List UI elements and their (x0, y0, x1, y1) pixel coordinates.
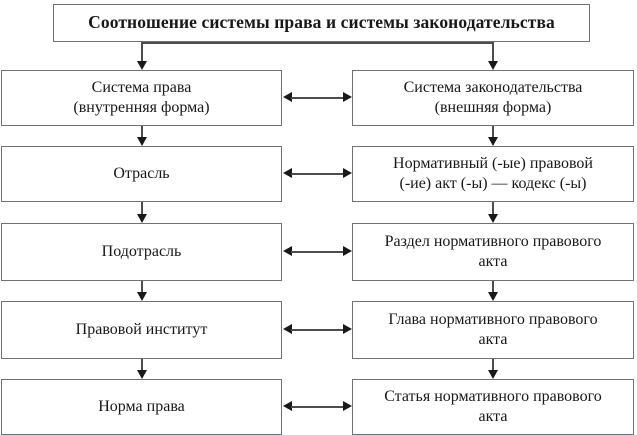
node-label: Отрасль (113, 165, 170, 183)
link-row-1 (283, 168, 352, 179)
arrow-head-down-icon (137, 370, 147, 379)
arrow-head-down-icon (488, 61, 498, 70)
arrow-head-right-icon (343, 168, 352, 178)
connector-line (492, 42, 494, 62)
connector-title-to-left-column (136, 42, 148, 70)
node-left-1[interactable]: Отрасль (1, 146, 282, 202)
arrow-head-right-icon (343, 92, 352, 102)
arrow-head-down-icon (488, 370, 498, 379)
connector-right-0-to-1 (487, 126, 499, 146)
arrow-head-down-icon (137, 137, 147, 146)
connector-line (291, 251, 344, 253)
node-label: Правовой институт (75, 321, 208, 339)
connector-line (291, 173, 344, 175)
connector-left-2-to-3 (136, 281, 148, 301)
link-row-0 (283, 92, 352, 103)
node-label: Раздел нормативного правового акта (384, 233, 602, 270)
node-right-4[interactable]: Статья нормативного правового акта (352, 379, 634, 435)
node-label: Статья нормативного правового акта (384, 388, 602, 425)
link-row-2 (283, 246, 352, 257)
node-right-3[interactable]: Глава нормативного правового акта (352, 301, 634, 359)
link-row-4 (283, 401, 352, 412)
node-right-0[interactable]: Система законодательства (внешняя форма) (352, 70, 634, 126)
node-label: Подотрасль (101, 243, 182, 261)
page-title: Соотношение системы права и системы зако… (88, 12, 555, 33)
arrow-head-down-icon (137, 61, 147, 70)
arrow-head-down-icon (488, 214, 498, 223)
connector-line (141, 281, 143, 293)
title-distribution-line (142, 42, 494, 44)
connector-line (141, 202, 143, 215)
arrow-head-left-icon (283, 401, 292, 411)
connector-line (291, 406, 344, 408)
arrow-head-right-icon (343, 246, 352, 256)
node-label: Нормативный (-ые) правовой (-ие) акт (-ы… (393, 155, 593, 192)
arrow-head-left-icon (283, 246, 292, 256)
arrow-head-right-icon (343, 324, 352, 334)
arrow-head-down-icon (488, 292, 498, 301)
arrow-head-left-icon (283, 92, 292, 102)
arrow-head-left-icon (283, 168, 292, 178)
node-label: Система законодательства (внешняя форма) (403, 79, 583, 116)
node-left-4[interactable]: Норма права (1, 379, 282, 435)
connector-right-2-to-3 (487, 281, 499, 301)
connector-line (492, 281, 494, 293)
connector-line (492, 359, 494, 371)
node-left-0[interactable]: Система права (внутренняя форма) (1, 70, 282, 126)
connector-left-0-to-1 (136, 126, 148, 146)
node-right-2[interactable]: Раздел нормативного правового акта (352, 223, 634, 281)
node-left-2[interactable]: Подотрасль (1, 223, 282, 281)
arrow-head-left-icon (283, 324, 292, 334)
link-row-3 (283, 324, 352, 335)
arrow-head-down-icon (488, 137, 498, 146)
connector-line (492, 202, 494, 215)
node-right-1[interactable]: Нормативный (-ые) правовой (-ие) акт (-ы… (352, 146, 634, 202)
connector-left-3-to-4 (136, 359, 148, 379)
connector-line (492, 126, 494, 138)
node-label: Система права (внутренняя форма) (73, 79, 210, 116)
diagram-title-box: Соотношение системы права и системы зако… (53, 4, 590, 42)
connector-right-3-to-4 (487, 359, 499, 379)
connector-line (291, 329, 344, 331)
node-label: Глава нормативного правового акта (388, 311, 598, 348)
connector-line (291, 97, 344, 99)
connector-line (141, 126, 143, 138)
connector-title-to-right-column (487, 42, 499, 70)
arrow-head-down-icon (137, 292, 147, 301)
arrow-head-down-icon (137, 214, 147, 223)
connector-right-1-to-2 (487, 202, 499, 223)
node-left-3[interactable]: Правовой институт (1, 301, 282, 359)
connector-line (141, 42, 143, 62)
connector-left-1-to-2 (136, 202, 148, 223)
node-label: Норма права (98, 398, 185, 416)
connector-line (141, 359, 143, 371)
arrow-head-right-icon (343, 401, 352, 411)
